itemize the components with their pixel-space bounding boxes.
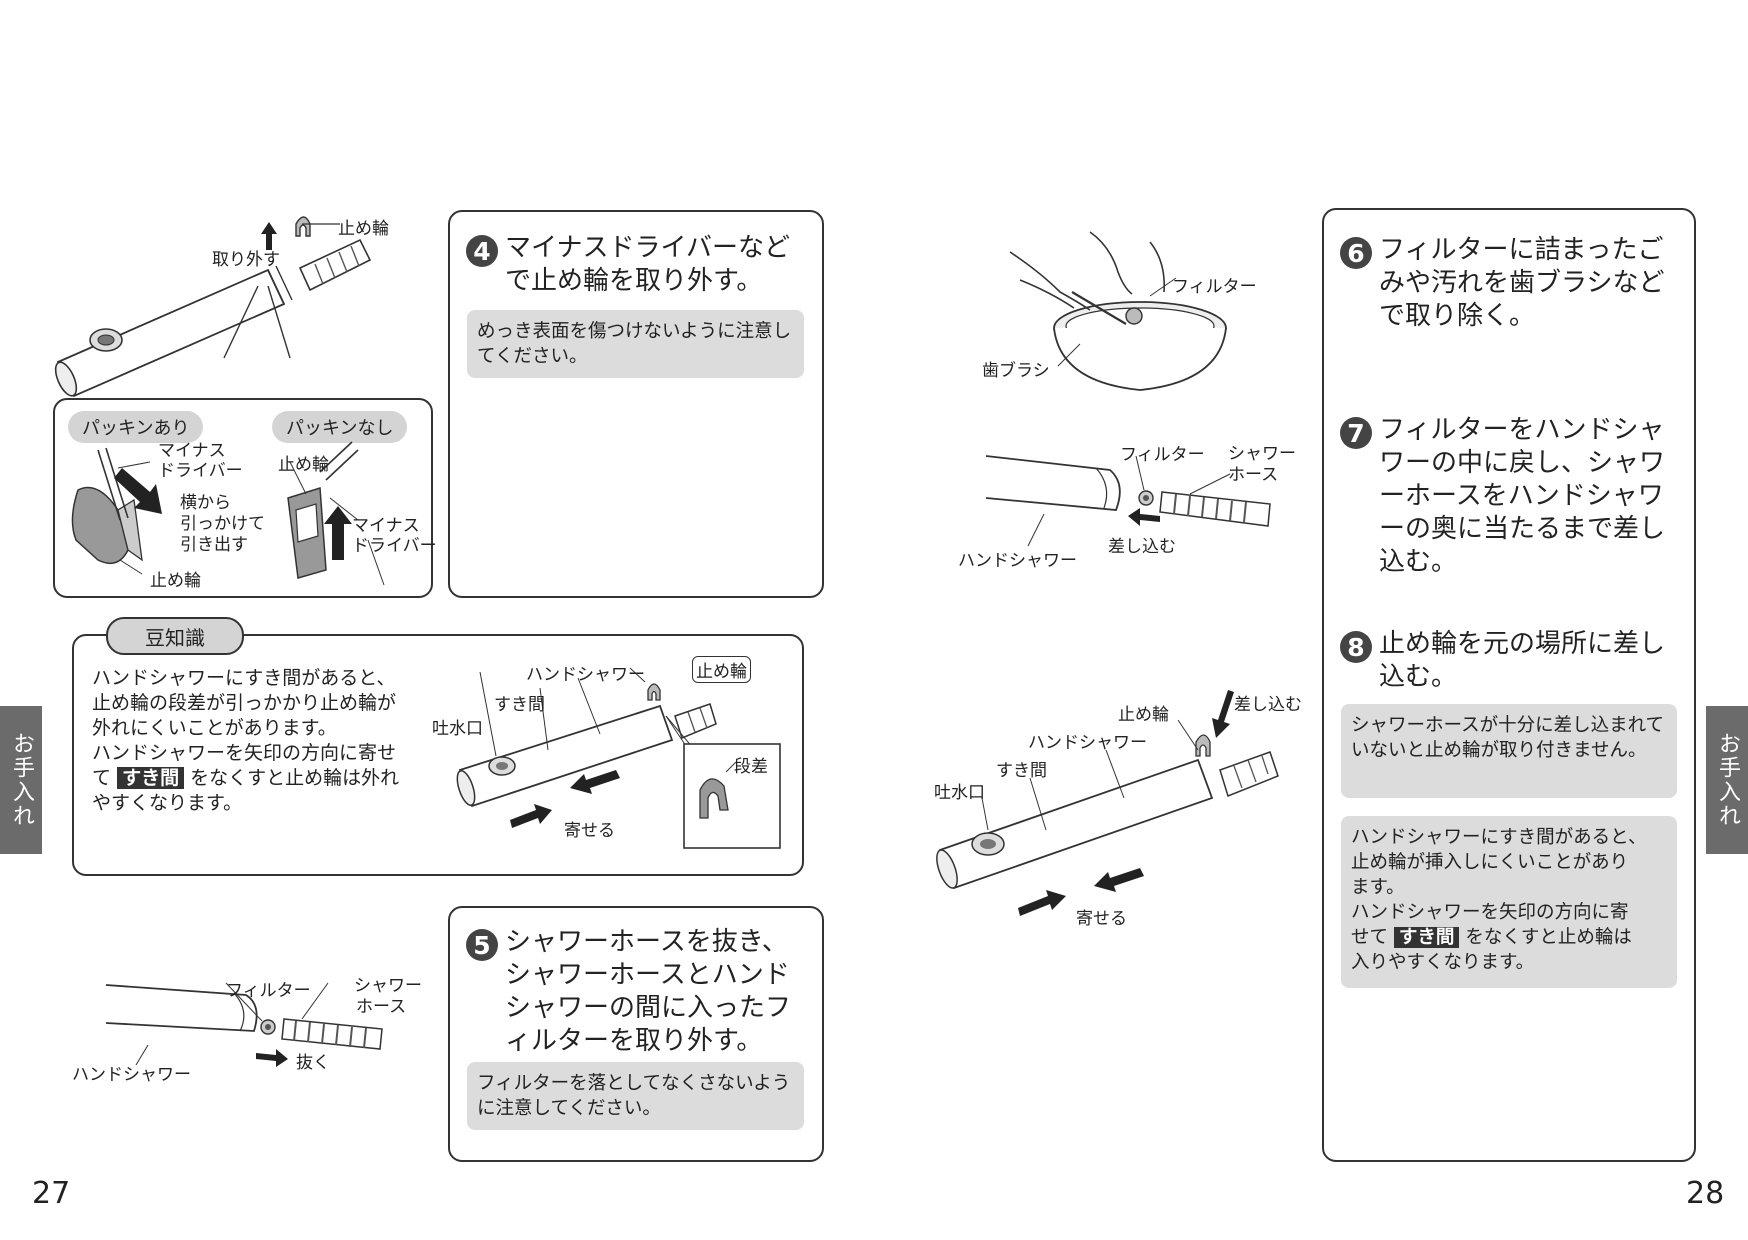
step5-number: 5 — [466, 929, 498, 961]
right-push-label: 寄せる — [1076, 909, 1127, 929]
right-hand-shower-label: ハンドシャワー — [1028, 733, 1147, 753]
step5-note: フィルターを落としてなくさないように注意してください。 — [467, 1062, 804, 1130]
driver-label-right: マイナス ドライバー — [352, 516, 437, 556]
right-hand-shower-mid-label: ハンドシャワー — [958, 551, 1077, 571]
step8-note-2: ハンドシャワーにすき間があると、 止め輪が挿入しにくいことがあり ます。 ハンド… — [1341, 816, 1677, 988]
ring-label-right: 止め輪 — [278, 455, 329, 475]
step4-box — [448, 210, 824, 598]
right-spout-label: 吐水口 — [934, 783, 985, 803]
with-packing-pill: パッキンあり — [68, 411, 204, 443]
step5-filter-label: フィルター — [226, 981, 311, 1001]
right-filter-top-label: フィルター — [1172, 277, 1257, 297]
right-filter-mid-label: フィルター — [1120, 445, 1205, 465]
tip-push-label: 寄せる — [564, 821, 615, 841]
side-tab-right: お手入れ — [1706, 706, 1748, 854]
without-packing-pill: パッキンなし — [272, 411, 408, 443]
step7-number: 7 — [1340, 417, 1372, 449]
step4-detail-illustration — [71, 441, 385, 586]
driver-label-left: マイナス ドライバー — [158, 441, 243, 481]
tip-step-label: 段差 — [734, 757, 768, 777]
step4-pipe-illustration — [54, 216, 372, 398]
ring-label-bottom: 止め輪 — [150, 571, 201, 591]
step6-title: フィルターに詰まったごみや汚れを歯ブラシなどで取り除く。 — [1379, 235, 1665, 331]
side-tab-left: お手入れ — [0, 706, 42, 854]
right-hose-label: シャワー ホース — [1228, 444, 1296, 485]
step8-title: 止め輪を元の場所に差し込む。 — [1379, 629, 1666, 692]
brush-label: 歯ブラシ — [982, 361, 1050, 381]
step5-heading: 5 シャワーホースを抜き、シャワーホースとハンドシャワーの間に入ったフィルターを… — [466, 926, 806, 1058]
tip-body: ハンドシャワーにすき間があると、 止め輪の段差が引っかかり止め輪が 外れにくいこ… — [92, 667, 400, 814]
tip-heading: 豆知識 — [106, 617, 244, 655]
right-ring-label: 止め輪 — [1118, 705, 1169, 725]
gap-badge: すき間 — [117, 767, 185, 789]
right-insert-mid-label: 差し込む — [1108, 537, 1176, 557]
steps-6-8-box — [1322, 208, 1696, 1162]
reinsert-illustration — [985, 455, 1271, 547]
step4-ring-label: 止め輪 — [338, 219, 389, 239]
tip-spout-label: 吐水口 — [432, 719, 483, 739]
step4-note: めっき表面を傷つけないように注意してください。 — [467, 310, 804, 378]
step4-number: 4 — [466, 235, 498, 267]
gap-badge-right: すき間 — [1393, 927, 1460, 948]
step5-illustration — [105, 982, 383, 1067]
step7-title: フィルターをハンドシャワーの中に戻し、シャワーホースをハンドシャワーの奥に当たる… — [1379, 415, 1666, 577]
step5-title: シャワーホースを抜き、シャワーホースとハンドシャワーの間に入ったフィルターを取り… — [505, 927, 792, 1056]
step8-note-1: シャワーホースが十分に差し込まれていないと止め輪が取り付きません。 — [1341, 704, 1677, 798]
step4-title: マイナスドライバーなどで止め輪を取り外す。 — [505, 233, 790, 296]
step5-hand-shower-label: ハンドシャワー — [72, 1065, 191, 1085]
tip-illustration — [456, 667, 781, 849]
step8-heading: 8 止め輪を元の場所に差し込む。 — [1340, 628, 1686, 694]
tip-hand-shower-label: ハンドシャワー — [526, 665, 645, 685]
reattach-ring-illustration — [936, 690, 1279, 916]
tip-ring-label: 止め輪 — [692, 656, 751, 683]
page-number-left: 27 — [32, 1176, 71, 1211]
tip-gap-label: すき間 — [494, 695, 545, 715]
step6-heading: 6 フィルターに詰まったごみや汚れを歯ブラシなどで取り除く。 — [1340, 234, 1686, 333]
step5-pull-label: 抜く — [296, 1053, 330, 1073]
step6-number: 6 — [1340, 237, 1372, 269]
tip-box — [72, 634, 804, 876]
brush-bowl-illustration — [1009, 231, 1227, 391]
right-insert-top-label: 差し込む — [1234, 695, 1302, 715]
hook-label: 横から 引っかけて 引き出す — [180, 493, 265, 555]
step5-hose-label: シャワー ホース — [354, 976, 422, 1017]
step4-heading: 4 マイナスドライバーなどで止め輪を取り外す。 — [466, 232, 806, 298]
page-number-right: 28 — [1686, 1176, 1725, 1211]
step8-number: 8 — [1340, 631, 1372, 663]
step7-heading: 7 フィルターをハンドシャワーの中に戻し、シャワーホースをハンドシャワーの奥に当… — [1340, 414, 1686, 579]
step4-remove-label: 取り外す — [212, 250, 280, 270]
right-gap-label: すき間 — [996, 761, 1047, 781]
